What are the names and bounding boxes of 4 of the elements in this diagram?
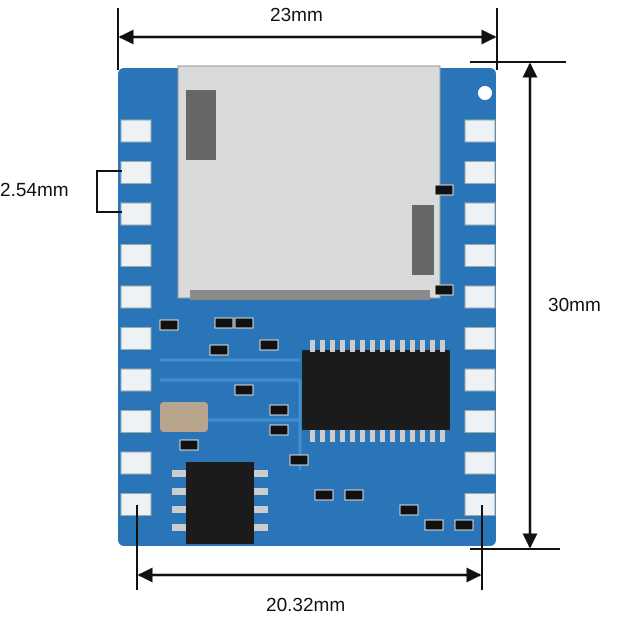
dimension-label: 2.54mm [0,181,69,200]
dimension-label: 30mm [548,296,601,315]
dimension-label: 20.32mm [266,596,346,615]
dimension-label: 23mm [270,6,323,25]
